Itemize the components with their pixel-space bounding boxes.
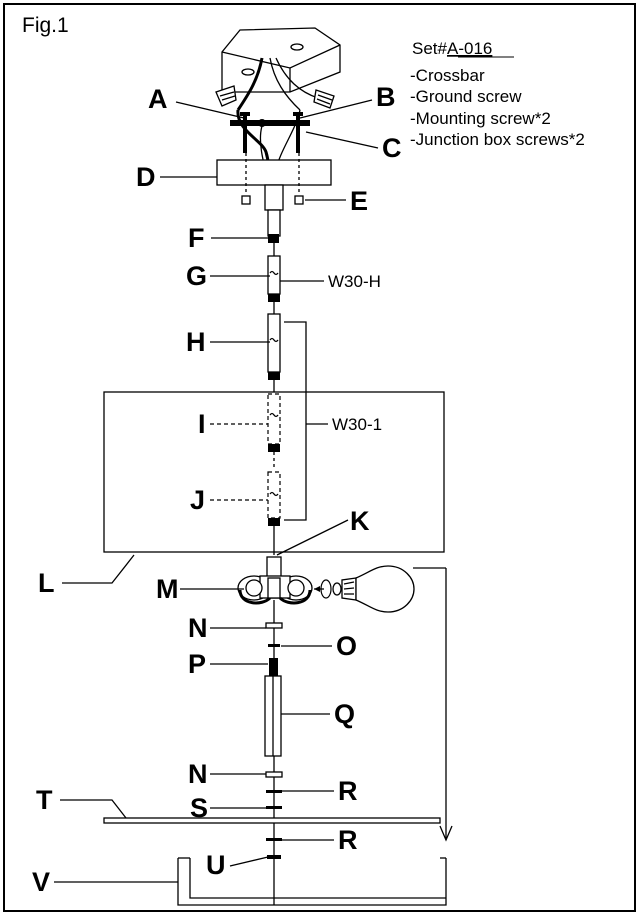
rod-label-w30-h: W30-H — [328, 272, 381, 291]
callout-p: P — [188, 649, 206, 679]
callout-b: B — [376, 82, 396, 112]
figure-border — [3, 3, 636, 912]
callout-a: A — [148, 84, 168, 114]
callout-d: D — [136, 162, 156, 192]
diffuser-panel — [103, 817, 441, 824]
canopy — [216, 159, 332, 186]
washer — [268, 644, 280, 647]
nut — [265, 771, 283, 778]
callout-m: M — [156, 574, 179, 604]
set-number-label: Set#A-016 — [412, 39, 492, 58]
kit-item: -Crossbar — [410, 66, 485, 85]
light-bulb-icon — [332, 565, 415, 613]
leader-lines — [54, 99, 379, 883]
callout-u: U — [206, 850, 226, 880]
callout-t: T — [36, 785, 53, 815]
callout-n-upper: N — [188, 613, 208, 643]
callout-s: S — [190, 793, 208, 823]
callout-g: G — [186, 261, 207, 291]
figure-title: Fig.1 — [22, 14, 69, 37]
washer — [266, 838, 282, 841]
wire-nut-icon — [215, 85, 237, 107]
crossbar — [230, 112, 310, 153]
kit-item: -Junction box screws*2 — [410, 130, 585, 149]
finial — [267, 855, 281, 859]
kit-item: -Ground screw — [410, 87, 522, 106]
callout-j: J — [190, 485, 205, 515]
nut — [265, 622, 283, 629]
rod-w30-h — [267, 255, 281, 302]
set-prefix: Set# — [412, 39, 448, 58]
rod-bracket — [284, 321, 307, 521]
callout-i: I — [198, 409, 206, 439]
canopy-screw-cap — [294, 195, 304, 205]
callout-l: L — [38, 568, 55, 598]
callout-f: F — [188, 223, 205, 253]
callout-o: O — [336, 631, 357, 661]
threaded-rod-top — [269, 658, 278, 676]
kit-item: -Mounting screw*2 — [410, 109, 551, 128]
rod-i — [267, 393, 281, 452]
nipple — [267, 209, 281, 237]
washer — [266, 790, 282, 793]
rod-j — [267, 471, 281, 526]
callout-k: K — [350, 506, 370, 536]
callout-v: V — [32, 867, 50, 897]
canopy-neck — [264, 184, 284, 211]
wire-nut-icon — [313, 89, 335, 109]
rod-h — [267, 313, 281, 380]
callout-h: H — [186, 327, 206, 357]
rod-label-w30-1: W30-1 — [332, 415, 382, 434]
set-code: A-016 — [447, 39, 492, 58]
callout-e: E — [350, 186, 368, 216]
callout-n-lower: N — [188, 759, 208, 789]
canopy-screw-cap — [241, 195, 251, 205]
callout-r-lower: R — [338, 825, 358, 855]
socket-cluster — [237, 575, 313, 605]
rotate-arrow-icon — [314, 579, 332, 599]
callout-q: Q — [334, 699, 355, 729]
callout-c: C — [382, 133, 402, 163]
washer — [266, 806, 282, 809]
kit-list: Set#A-016 -Crossbar -Ground screw -Mount… — [410, 39, 585, 149]
guide-arrowhead — [439, 825, 453, 842]
nipple-lock — [268, 234, 279, 243]
junction-box — [221, 27, 341, 111]
bottom-pan-edge — [189, 858, 446, 899]
callout-r-upper: R — [338, 776, 358, 806]
